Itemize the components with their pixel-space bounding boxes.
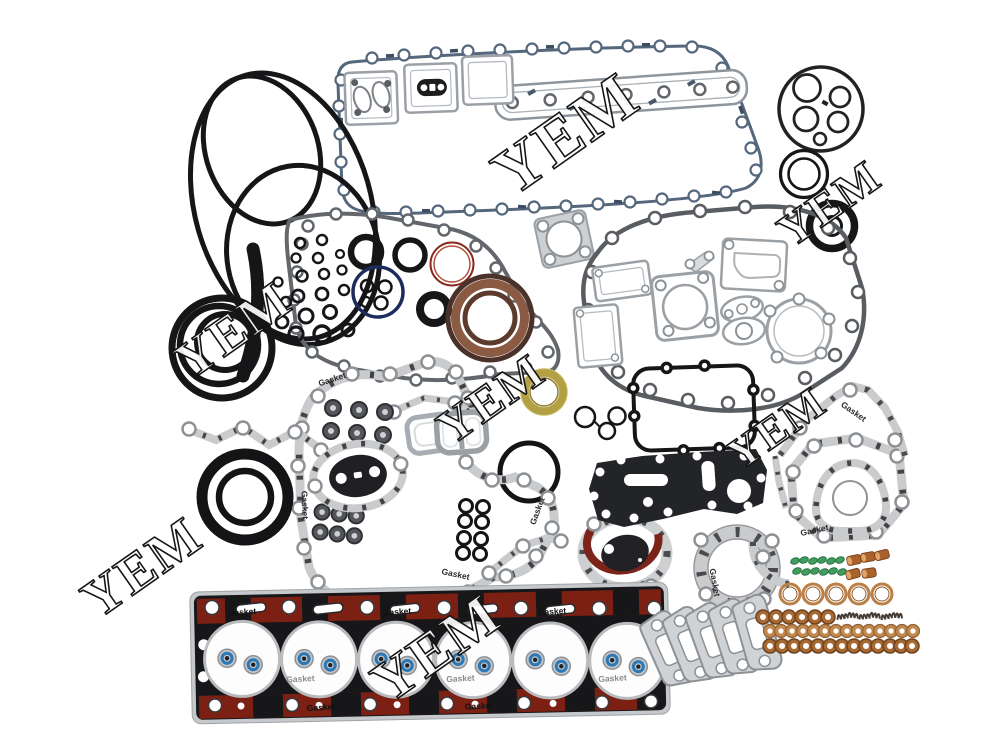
gasket-print: Gasket	[307, 702, 336, 714]
printed-strip-gasket-b	[386, 394, 474, 420]
printed-strip-gasket-a	[181, 420, 329, 458]
gasket-print: Gasket	[286, 673, 315, 685]
assorted-small-o-rings	[272, 233, 356, 344]
water-inlet-square-gasket	[533, 209, 595, 269]
small-bracket-gasket	[684, 250, 716, 273]
gasket-print: Gasket	[598, 672, 627, 684]
pentagon-side-cover-gasket	[785, 432, 910, 544]
short-strip-gasket	[771, 455, 790, 509]
gasket-print: Gasket	[537, 605, 566, 617]
gasket-print: Gasket	[441, 566, 471, 582]
copper-washer-row-3	[762, 638, 920, 654]
large-copper-sealing-rings	[778, 582, 894, 606]
black-oval-exhaust-flange-gasket	[306, 439, 410, 513]
o-ring-grid-2x4	[455, 498, 491, 562]
square-round-hole-gasket	[650, 270, 720, 342]
gasket-print: Gasket	[227, 606, 256, 618]
small-oil-seal-black	[416, 291, 452, 327]
gasket-print: Gasket	[839, 399, 868, 424]
black-rubber-cover-gasket	[627, 359, 761, 457]
copper-washer-row-1	[755, 609, 836, 625]
watermark-text: YEM	[768, 150, 890, 257]
red-line-o-ring	[429, 241, 475, 287]
crankshaft-seal-brown	[445, 273, 535, 363]
angled-strip-gasket	[776, 381, 909, 458]
large-black-o-ring	[497, 440, 561, 504]
spring-clips	[835, 611, 904, 621]
gasket-print: Gasket	[465, 700, 494, 712]
rect-port-gasket-1	[591, 259, 653, 303]
rubber-coil-seal	[168, 294, 276, 402]
printed-strip-gasket-c	[481, 533, 569, 581]
accessory-drive-round-gasket	[777, 65, 865, 153]
square-gasket-2-with-rubber	[402, 61, 459, 114]
nested-o-rings	[778, 148, 830, 200]
rect-port-gasket-3	[719, 237, 789, 293]
cylinder-head-gasket-6-bore: Gasket Gasket Gasket Gasket Gasket Gaske…	[189, 581, 671, 725]
head-gasket-top-holes	[204, 599, 662, 617]
chrome-breather-plate-front	[433, 409, 490, 456]
square-gasket-1	[343, 70, 400, 127]
square-port-gaskets	[343, 54, 515, 127]
oil-cooler-plate-gasket	[589, 449, 767, 527]
rear-main-seal-double-ring	[196, 448, 294, 546]
triangle-pump-gasket	[811, 459, 891, 535]
round-bolt-flange-gasket	[763, 292, 836, 365]
rubber-grommet-cluster-1	[322, 399, 394, 444]
arc-strip-gasket	[748, 541, 790, 589]
thermostat-gasket-red-band	[577, 512, 673, 594]
cylinder-bores	[203, 619, 667, 700]
copper-injector-sleeves	[844, 548, 891, 581]
gasket-print: Gasket	[708, 568, 723, 598]
linked-o-ring-trio	[573, 405, 627, 441]
gasket-print: Gasket	[300, 491, 311, 520]
navy-o-ring	[351, 265, 405, 319]
gasket-print: Gasket	[382, 606, 411, 618]
oval-twin-hole-gasket-1	[720, 295, 764, 323]
copper-washer-row-2	[762, 623, 921, 639]
oval-twin-hole-gasket-2	[721, 316, 767, 346]
brass-shim-ring	[520, 368, 568, 416]
rect-port-gasket-2	[572, 303, 624, 369]
square-gasket-3	[460, 54, 515, 106]
head-gasket-bottom-holes	[207, 694, 659, 713]
green-injector-seals	[789, 555, 848, 577]
gasket-print: Gasket	[446, 673, 475, 685]
round-housing-gasket	[693, 524, 781, 612]
medium-black-o-rings	[347, 233, 428, 273]
